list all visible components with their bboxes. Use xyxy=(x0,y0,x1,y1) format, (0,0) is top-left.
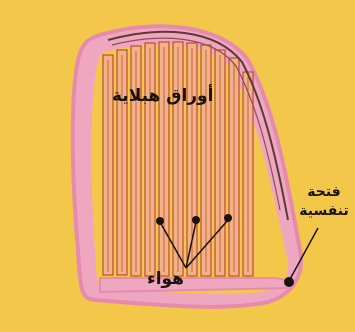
label-opening-line1: فتحة xyxy=(298,183,350,202)
label-air: هواء xyxy=(147,269,184,289)
opening-dot xyxy=(284,277,294,287)
label-opening-line2: تنفسية xyxy=(298,202,350,221)
air-dot xyxy=(192,216,200,224)
label-book-lamellae: أوراق هبلاية xyxy=(112,86,213,106)
air-dot xyxy=(224,214,232,222)
label-respiratory-opening: فتحة تنفسية xyxy=(298,183,350,221)
air-dot xyxy=(156,217,164,225)
lung-lamellae xyxy=(103,42,253,276)
